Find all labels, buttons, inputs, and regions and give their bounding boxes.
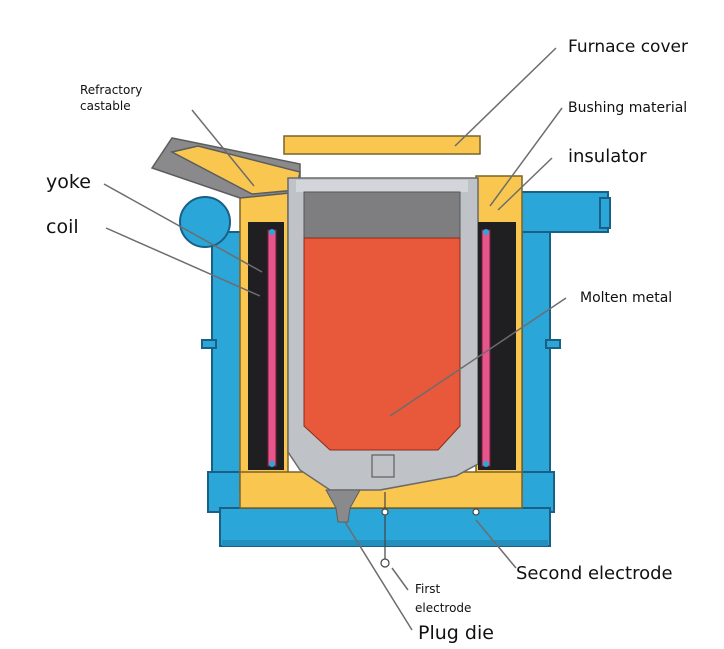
left-frame-wall [211,231,243,473]
right-bracket [545,339,561,349]
spout-hinge [179,196,231,248]
label-bushing-material: Bushing material [568,100,687,116]
leader-lines [103,47,567,631]
slag-layer [303,191,461,239]
left-coil-end-top [269,229,275,235]
labels: Furnace cover Refractory castable Bushin… [46,37,688,644]
pour-spout [150,137,301,199]
label-furnace-cover: Furnace cover [568,37,688,57]
label-refractory-castable-2: castable [80,99,131,113]
plug-die-shape [325,489,361,523]
label-molten-metal: Molten metal [580,290,672,306]
molten-metal-charge [303,237,461,451]
right-coil-assembly [478,222,516,470]
label-plug-die: Plug die [418,622,494,644]
lining-top-rim [296,180,468,192]
left-coil-end-bottom [269,461,275,467]
first-electrode-terminal [380,558,390,568]
furnace-cover [283,135,481,155]
bottom-plug [371,454,395,478]
right-coil [481,229,491,467]
label-yoke: yoke [46,171,91,193]
label-refractory-castable-1: Refractory [80,83,142,97]
label-second-electrode: Second electrode [516,563,673,584]
right-top-flange [517,191,609,233]
left-bracket [201,339,217,349]
right-lower-block [517,471,555,513]
second-electrode-node [472,508,480,516]
first-electrode-node [381,508,389,516]
label-first-electrode-2: electrode [415,601,471,615]
right-coil-end-bottom [483,461,489,467]
label-insulator: insulator [568,146,647,167]
right-flange-tab [599,197,611,229]
left-lower-block [207,471,245,513]
right-coil-end-top [483,229,489,235]
label-coil: coil [46,216,79,238]
electrodes [380,492,480,568]
left-yoke [248,222,284,470]
left-coil-assembly [248,222,284,470]
left-coil [267,229,277,467]
right-frame-wall [521,231,551,473]
outer-frame [179,191,611,547]
label-first-electrode-1: First [415,582,441,596]
